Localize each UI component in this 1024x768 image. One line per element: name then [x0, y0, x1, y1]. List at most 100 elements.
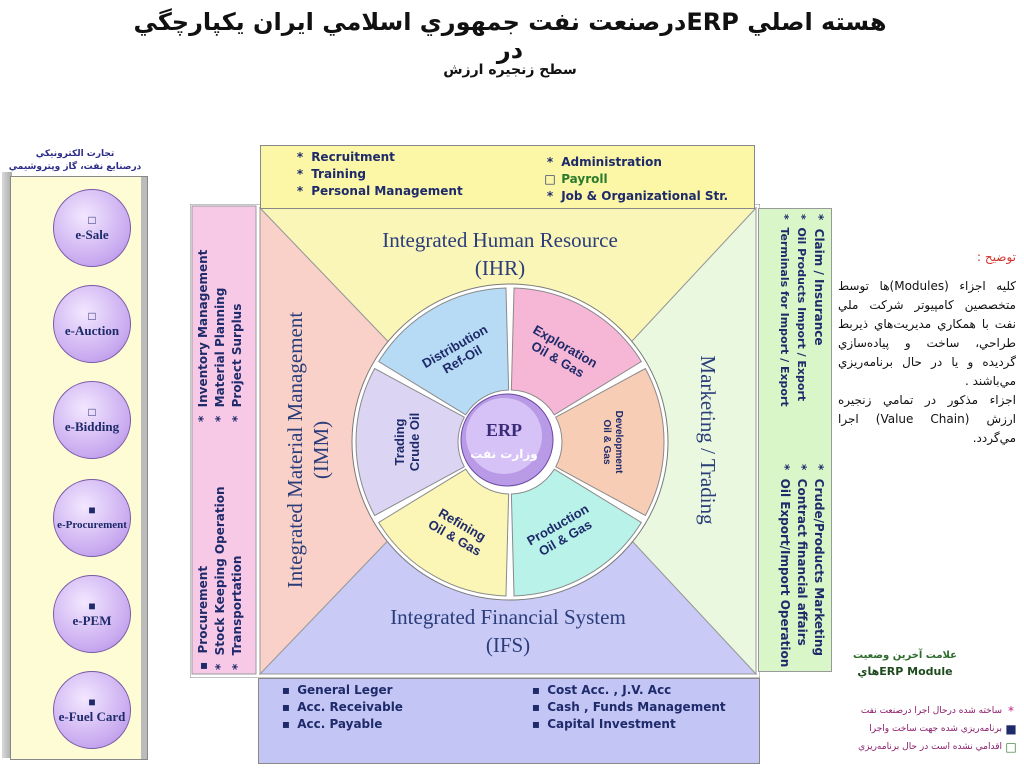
e-procurement-label: e-Procurement: [57, 519, 127, 531]
hr-item-label: Job & Organizational Str.: [561, 189, 729, 203]
mm-item-transportation[interactable]: * Transportation: [230, 556, 245, 670]
mm-item-project-surplus[interactable]: * Project Surplus: [230, 304, 245, 422]
mk-item-terminals[interactable]: * Terminals for Import / Export: [777, 214, 792, 407]
fin-item-acc-payable[interactable]: ▪ Acc. Payable: [279, 716, 403, 733]
fin-item-cash-funds[interactable]: ▪ Cash , Funds Management: [529, 699, 726, 716]
e-fuel-card-node[interactable]: ■ e-Fuel Card: [53, 671, 131, 749]
mk-item-crude-marketing[interactable]: * Crude/Products Marketing: [811, 464, 826, 656]
mm-item-procurement[interactable]: ▪ Procurement: [196, 566, 211, 670]
hr-item-recruitment[interactable]: * Recruitment: [293, 149, 463, 166]
hr-right-list: * Administration □ Payroll * Job & Organ…: [543, 154, 728, 205]
fin-item-label: Cost Acc. , J.V. Acc: [547, 683, 672, 697]
wedge-trading[interactable]: [355, 367, 465, 517]
e-fuel-card-label: e-Fuel Card: [58, 709, 126, 724]
legend-title: علامت آخرين وضعيت ERP Moduleهاي: [845, 648, 965, 680]
mm-item-inventory[interactable]: * Inventory Management: [196, 250, 211, 422]
wedge-label: DevelopmentOil & Gas: [601, 411, 624, 474]
mk-item-label: Crude/Products Marketing: [812, 478, 826, 657]
marketing-title[interactable]: Marketing / Trading: [695, 325, 721, 555]
status-marker: ■: [88, 695, 96, 709]
status-marker: ▪: [281, 717, 291, 731]
marketing-title-text: Marketing / Trading: [696, 355, 720, 525]
hr-item-administration[interactable]: * Administration: [543, 154, 728, 171]
erp-hub-subtitle: وزارت نفت: [470, 447, 537, 462]
mk-item-oil-products[interactable]: * Oil Products Import / Export: [794, 214, 809, 401]
imm-title[interactable]: Integrated Material Management (IMM): [282, 260, 334, 640]
status-marker: □: [88, 405, 96, 419]
wedge-development[interactable]: [555, 367, 665, 517]
status-marker: ■: [88, 503, 96, 517]
status-marker: *: [296, 150, 304, 164]
ecommerce-caption-line1: تجارت الكترونيكي: [35, 149, 115, 159]
fin-item-cost-acc[interactable]: ▪ Cost Acc. , J.V. Acc: [529, 682, 726, 699]
mk-item-contract-financial[interactable]: * Contract financial affairs: [794, 464, 809, 646]
hr-item-job-org[interactable]: * Job & Organizational Str.: [543, 188, 728, 205]
status-marker: ▪: [531, 717, 541, 731]
status-marker: ▪: [531, 700, 541, 714]
mm-item-label: Stock Keeping Operation: [213, 486, 227, 656]
e-pem-label: e-PEM: [72, 613, 112, 628]
hr-item-personal-management[interactable]: * Personal Management: [293, 183, 463, 200]
mm-item-material-planning[interactable]: * Material Planning: [213, 288, 228, 422]
wedge-refining[interactable]: [378, 468, 510, 597]
legend-row: * ساخته شده درحال اجرا درصنعت نفت: [840, 702, 1020, 720]
e-procurement-node[interactable]: ■ e-Procurement: [53, 479, 131, 557]
hr-modules-box: * Recruitment * Training * Personal Mana…: [260, 145, 755, 209]
finance-modules-box: ▪ General Leger ▪ Acc. Receivable ▪ Acc.…: [258, 678, 760, 764]
legend-row: □ اقدامي نشده است در حال برنامه‌ريزي: [840, 738, 1020, 756]
status-marker: *: [812, 464, 826, 471]
wedge-distribution[interactable]: [378, 287, 510, 416]
e-auction-node[interactable]: □ e-Auction: [53, 285, 131, 363]
mk-top-list: * Claim / Insurance * Oil Products Impor…: [772, 214, 828, 414]
hr-item-training[interactable]: * Training: [293, 166, 463, 183]
status-marker: *: [795, 464, 809, 471]
status-marker: ▪: [281, 683, 291, 697]
status-marker: *: [296, 184, 304, 198]
fin-right-list: ▪ Cost Acc. , J.V. Acc ▪ Cash , Funds Ma…: [529, 682, 726, 733]
wedge-exploration[interactable]: [510, 287, 642, 416]
ecommerce-panel-shadow: [2, 172, 12, 758]
ihr-title-line1: Integrated Human Resource: [382, 228, 618, 252]
status-legend: * ساخته شده درحال اجرا درصنعت نفت ■ برنا…: [840, 702, 1020, 756]
wedge-label: TradingCrude Oil: [392, 413, 422, 472]
fin-item-capital-investment[interactable]: ▪ Capital Investment: [529, 716, 726, 733]
e-pem-node[interactable]: ■ e-PEM: [53, 575, 131, 653]
marketing-panel: [758, 208, 832, 672]
hr-item-payroll[interactable]: □ Payroll: [543, 171, 728, 188]
mk-item-oil-export[interactable]: * Oil Export/Import Operation: [777, 464, 792, 667]
ecommerce-caption-line2: درصنايع نفت، گاز وپتروشيمي: [8, 162, 142, 172]
status-marker: *: [196, 415, 210, 422]
hr-item-label: Administration: [561, 155, 662, 169]
e-sale-node[interactable]: □ e-Sale: [53, 189, 131, 267]
status-marker: *: [213, 415, 227, 422]
status-marker: *: [546, 155, 554, 169]
mm-top-list: * Inventory Management * Material Planni…: [196, 242, 252, 422]
status-marker: *: [778, 464, 792, 471]
wedge-production[interactable]: [510, 468, 642, 597]
e-bidding-node[interactable]: □ e-Bidding: [53, 381, 131, 459]
legend-row: ■ برنامه‌ريزي شده جهت ساخت واجرا: [840, 720, 1020, 738]
mm-item-stock-keeping[interactable]: * Stock Keeping Operation: [213, 487, 228, 671]
fin-item-label: Acc. Receivable: [297, 700, 403, 714]
status-marker: *: [296, 167, 304, 181]
mk-item-label: Contract financial affairs: [795, 478, 809, 646]
e-auction-label: e-Auction: [64, 323, 120, 338]
imm-title-line2: (IMM): [309, 420, 333, 480]
mm-item-label: Inventory Management: [196, 249, 210, 408]
fin-item-acc-receivable[interactable]: ▪ Acc. Receivable: [279, 699, 403, 716]
mk-bottom-list: * Crude/Products Marketing * Contract fi…: [772, 464, 828, 667]
hr-left-list: * Recruitment * Training * Personal Mana…: [293, 149, 463, 200]
legend-text: برنامه‌ريزي شده جهت ساخت واجرا: [869, 724, 1002, 734]
fin-item-general-ledger[interactable]: ▪ General Leger: [279, 682, 403, 699]
ecommerce-panel: □ e-Sale □ e-Auction □ e-Bidding ■ e-Pro…: [10, 176, 148, 760]
erp-hub-title: ERP: [486, 420, 522, 440]
mk-item-claim-insurance[interactable]: * Claim / Insurance: [811, 214, 826, 346]
hr-item-label: Recruitment: [311, 150, 395, 164]
ihr-title[interactable]: Integrated Human Resource (IHR): [330, 226, 670, 282]
description-block: توضيح : كليه اجزاء (Modules)ها توسط متخص…: [838, 248, 1016, 448]
status-marker: *: [230, 663, 244, 670]
ifs-title[interactable]: Integrated Financial System (IFS): [338, 603, 678, 659]
ecommerce-caption: تجارت الكترونيكي درصنايع نفت، گاز وپتروش…: [0, 148, 150, 174]
